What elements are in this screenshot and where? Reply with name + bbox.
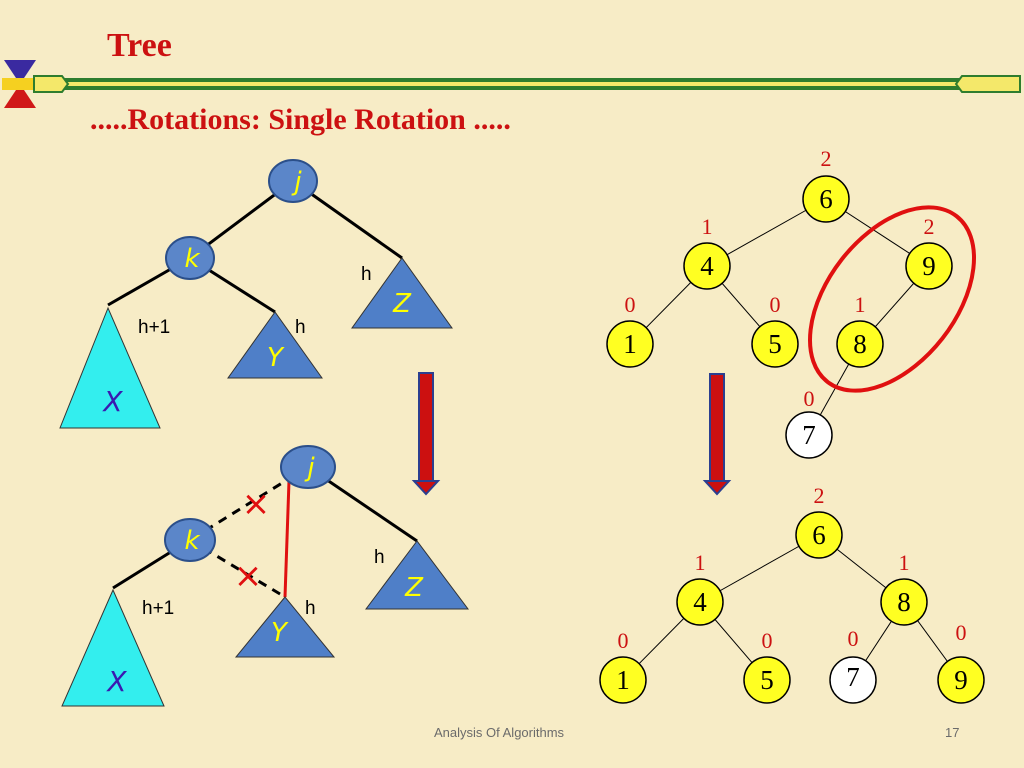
node-5-height: 0 <box>770 292 781 317</box>
node-6-key: 6 <box>819 184 833 214</box>
node-k-after <box>164 518 216 562</box>
node-1-after-height: 0 <box>618 628 629 653</box>
page-number: 17 <box>945 725 960 740</box>
node-6-after-height: 2 <box>814 483 825 508</box>
node-5-after-key: 5 <box>760 665 774 695</box>
subtree-x-after-label: X <box>105 665 127 698</box>
subtree-z-after-label: Z <box>404 573 424 603</box>
node-1-key: 1 <box>623 329 637 359</box>
height-label-z: h <box>361 264 372 285</box>
cut-mark-icon-lower: × <box>234 556 263 596</box>
node-4 <box>683 242 731 290</box>
node-j <box>268 159 318 203</box>
node-8-after <box>880 578 928 626</box>
subtree-x-label: X <box>101 385 123 418</box>
node-7-after <box>829 656 877 704</box>
node-1 <box>606 320 654 368</box>
node-5-key: 5 <box>768 329 782 359</box>
node-8-after-key: 8 <box>897 587 911 617</box>
node-j-after-label: j <box>304 453 315 483</box>
node-8-height: 1 <box>855 292 866 317</box>
node-6-height: 2 <box>821 146 832 171</box>
node-4-key: 4 <box>700 251 714 281</box>
node-6-after <box>795 511 843 559</box>
height-label-x: h+1 <box>138 317 170 338</box>
subtree-y-triangle-after <box>234 596 336 658</box>
node-j-after <box>280 445 336 489</box>
subtree-z-triangle <box>351 257 453 329</box>
header-banner <box>2 60 1021 108</box>
node-9-height: 2 <box>924 214 935 239</box>
node-9-after-height: 0 <box>956 620 967 645</box>
node-9 <box>905 242 953 290</box>
height-label-z-after: h <box>374 547 385 568</box>
node-1-after-key: 1 <box>616 665 630 695</box>
node-k-label: k <box>184 244 200 274</box>
subtree-y-label: Y <box>267 343 285 373</box>
height-label-y-after: h <box>305 598 316 619</box>
node-5-after-height: 0 <box>762 628 773 653</box>
node-k-after-label: k <box>184 526 200 556</box>
node-4-height: 1 <box>702 214 713 239</box>
height-label-y: h <box>295 317 306 338</box>
footer-title: Analysis Of Algorithms <box>434 725 565 740</box>
subtree-y-triangle <box>227 311 323 379</box>
node-k <box>165 236 215 280</box>
node-1-height: 0 <box>625 292 636 317</box>
subtree-z-label: Z <box>392 289 412 319</box>
highlight-ellipse <box>808 205 976 393</box>
hourglass-icon <box>2 60 38 108</box>
node-7-key: 7 <box>802 420 816 450</box>
node-9-after <box>937 656 985 704</box>
slide-title: Tree <box>107 27 172 64</box>
node-j-label: j <box>291 167 302 197</box>
node-4-after <box>676 578 724 626</box>
down-arrow-icon-right <box>702 373 732 496</box>
node-7-after-key: 7 <box>846 662 860 692</box>
node-4-after-key: 4 <box>693 587 707 617</box>
node-6-after-key: 6 <box>812 520 826 550</box>
node-7 <box>785 411 833 459</box>
node-8-after-height: 1 <box>899 550 910 575</box>
subtree-x-triangle <box>59 306 161 429</box>
node-7-height: 0 <box>804 386 815 411</box>
node-5 <box>751 320 799 368</box>
node-6 <box>802 175 850 223</box>
slide-subtitle: .....Rotations: Single Rotation ..... <box>90 103 511 136</box>
node-5-after <box>743 656 791 704</box>
cut-mark-icon-upper: × <box>242 484 271 524</box>
subtree-y-after-label: Y <box>271 618 289 648</box>
node-8-key: 8 <box>853 329 867 359</box>
down-arrow-icon-left <box>411 372 441 496</box>
node-9-key: 9 <box>922 251 936 281</box>
node-9-after-key: 9 <box>954 665 968 695</box>
rotation-link <box>283 480 291 598</box>
subtree-z-triangle-after <box>365 540 469 610</box>
node-7-after-height: 0 <box>848 626 859 651</box>
height-label-x-after: h+1 <box>142 598 174 619</box>
node-4-after-height: 1 <box>695 550 706 575</box>
node-1-after <box>599 656 647 704</box>
subtree-x-triangle-after <box>61 588 165 707</box>
node-8 <box>836 320 884 368</box>
